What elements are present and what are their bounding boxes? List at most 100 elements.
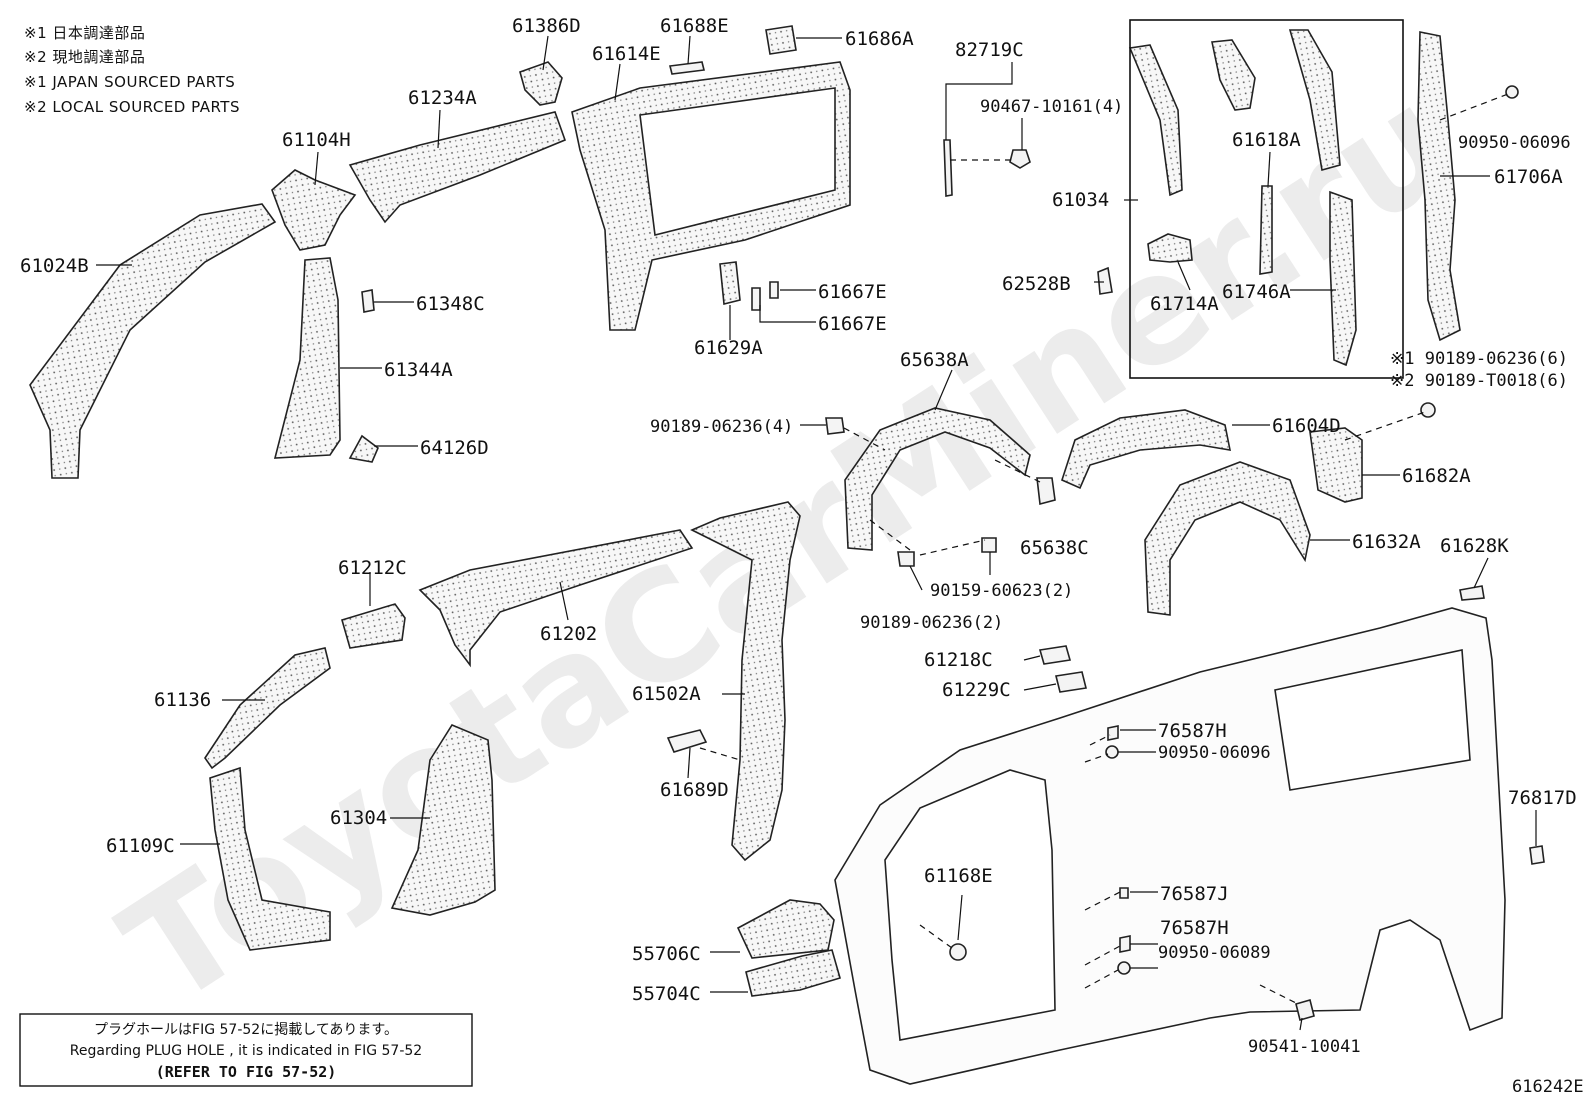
part-61229C bbox=[1055, 671, 1087, 693]
label-61344A: 61344A bbox=[384, 359, 453, 381]
footer-note: プラグホールはFIG 57-52に掲載してあります。 Regarding PLU… bbox=[19, 1013, 473, 1087]
label-64126D: 64126D bbox=[420, 437, 489, 459]
part-90541 bbox=[1295, 999, 1315, 1021]
legend-notes: ※1 日本調達部品 ※2 現地調達部品 ※1 JAPAN SOURCED PAR… bbox=[24, 24, 240, 116]
part-shapes bbox=[29, 25, 1545, 1085]
part-61686A bbox=[765, 25, 797, 55]
label-61614E: 61614E bbox=[592, 43, 661, 65]
part-76817D bbox=[1529, 845, 1545, 865]
footer-note-box bbox=[19, 1013, 473, 1087]
label-61618A: 61618A bbox=[1232, 129, 1301, 151]
part-61344A bbox=[273, 257, 341, 459]
label-90467-10161: 90467-10161(4) bbox=[980, 97, 1123, 117]
label-90950-06096-mid: 90950-06096 bbox=[1158, 743, 1271, 763]
part-61618A bbox=[1259, 185, 1273, 275]
part-61706A bbox=[1417, 31, 1461, 342]
label-61682A: 61682A bbox=[1402, 465, 1471, 487]
leader-lines bbox=[96, 35, 1537, 1031]
label-65638A: 65638A bbox=[900, 349, 969, 371]
label-61686A: 61686A bbox=[845, 28, 914, 50]
footer-line-jp: プラグホールはFIG 57-52に掲載してあります。 bbox=[94, 1022, 398, 1038]
footer-line-refer: (REFER TO FIG 57-52) bbox=[156, 1063, 337, 1081]
note-local-jp: ※2 現地調達部品 bbox=[24, 48, 145, 66]
label-61667E-a: 61667E bbox=[818, 281, 887, 303]
part-61104H bbox=[271, 169, 357, 251]
label-61629A: 61629A bbox=[694, 337, 763, 359]
part-61628K bbox=[1459, 585, 1485, 601]
label-61034: 61034 bbox=[1052, 189, 1109, 211]
label-82719C: 82719C bbox=[955, 39, 1024, 61]
part-90950-06089 bbox=[1117, 961, 1131, 975]
note-local-en: ※2 LOCAL SOURCED PARTS bbox=[24, 98, 240, 116]
part-76587J bbox=[1119, 887, 1129, 899]
label-61234A: 61234A bbox=[408, 87, 477, 109]
figure-code: 616242E bbox=[1512, 1077, 1584, 1097]
part-61348C bbox=[361, 289, 375, 313]
part-90189-left-b bbox=[897, 551, 915, 567]
part-61667E-a bbox=[769, 281, 779, 299]
part-61202 bbox=[418, 529, 694, 668]
part-76587H-a bbox=[1107, 725, 1119, 741]
part-labels: 61386D 61688E 61686A 61614E 61234A 61104… bbox=[20, 15, 1577, 1057]
label-90189-06236-4: 90189-06236(4) bbox=[650, 417, 793, 437]
part-61304 bbox=[390, 724, 496, 916]
label-61604D: 61604D bbox=[1272, 415, 1341, 437]
label-61688E: 61688E bbox=[660, 15, 729, 37]
label-61386D: 61386D bbox=[512, 15, 581, 37]
label-90189-06236-6: ※1 90189-06236(6) bbox=[1390, 349, 1568, 369]
label-90950-06089: 90950-06089 bbox=[1158, 943, 1271, 963]
part-90950-06096-mid bbox=[1105, 745, 1119, 759]
part-61502A bbox=[690, 501, 801, 862]
part-61234A bbox=[348, 111, 567, 224]
footer-line-en: Regarding PLUG HOLE , it is indicated in… bbox=[70, 1043, 422, 1059]
part-90950-06096-top bbox=[1505, 85, 1519, 99]
part-76587H-b bbox=[1119, 935, 1131, 953]
label-61502A: 61502A bbox=[632, 683, 701, 705]
label-62528B: 62528B bbox=[1002, 273, 1071, 295]
label-55706C: 55706C bbox=[632, 943, 701, 965]
label-76587J: 76587J bbox=[1160, 883, 1229, 905]
label-61212C: 61212C bbox=[338, 557, 407, 579]
label-61218C: 61218C bbox=[924, 649, 993, 671]
part-64126D bbox=[348, 434, 379, 463]
note-japan-en: ※1 JAPAN SOURCED PARTS bbox=[24, 73, 235, 91]
part-61682A bbox=[1309, 427, 1363, 503]
part-61714A bbox=[1147, 233, 1193, 263]
label-61667E-b: 61667E bbox=[818, 313, 887, 335]
label-90189-06236-2: 90189-06236(2) bbox=[860, 613, 1003, 633]
part-61689D bbox=[666, 729, 708, 753]
label-61136: 61136 bbox=[154, 689, 211, 711]
part-61109C bbox=[209, 766, 331, 951]
part-61136 bbox=[204, 647, 331, 770]
part-82719C bbox=[943, 139, 953, 197]
label-61104H: 61104H bbox=[282, 129, 351, 151]
part-61386D bbox=[519, 61, 563, 106]
part-61667E-b bbox=[751, 287, 761, 311]
label-61109C: 61109C bbox=[106, 835, 175, 857]
label-61628K: 61628K bbox=[1440, 535, 1509, 557]
part-90189-left-a bbox=[825, 417, 845, 435]
part-61604D bbox=[1061, 409, 1232, 490]
part-61746A bbox=[1329, 190, 1357, 367]
part-61034-3 bbox=[1288, 29, 1341, 172]
part-55706C bbox=[736, 899, 835, 959]
label-76587H-b: 76587H bbox=[1160, 917, 1229, 939]
part-61632A bbox=[1144, 461, 1311, 616]
label-61229C: 61229C bbox=[942, 679, 1011, 701]
part-body-side-window bbox=[1274, 649, 1471, 791]
label-90950-06096-top: 90950-06096 bbox=[1458, 133, 1571, 153]
part-90189-right bbox=[1420, 402, 1436, 418]
part-61614E-window bbox=[639, 87, 836, 236]
part-61024B bbox=[29, 203, 277, 479]
note-japan-jp: ※1 日本調達部品 bbox=[24, 24, 145, 42]
part-body-side-door-opening bbox=[884, 769, 1056, 1041]
part-61688E bbox=[669, 61, 705, 75]
label-61202: 61202 bbox=[540, 623, 597, 645]
part-61168E bbox=[949, 943, 967, 961]
label-61304: 61304 bbox=[330, 807, 387, 829]
label-61632A: 61632A bbox=[1352, 531, 1421, 553]
part-65638C bbox=[1036, 477, 1056, 506]
label-61024B: 61024B bbox=[20, 255, 89, 277]
label-55704C: 55704C bbox=[632, 983, 701, 1005]
